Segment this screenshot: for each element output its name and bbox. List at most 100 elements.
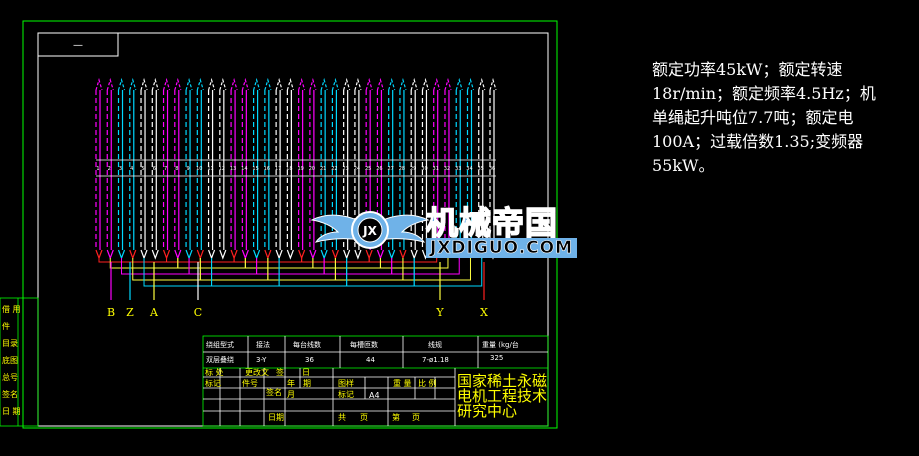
value-weight: 325 [490, 354, 503, 362]
slot-number: 20 [309, 166, 315, 172]
svg-text:月: 月 [287, 390, 295, 399]
phase-lead-wires [110, 262, 485, 300]
coil-bottom-end [219, 249, 227, 260]
slot-number: 33 [455, 166, 461, 172]
coil-top-end [320, 77, 328, 91]
slot-number: 17 [275, 166, 281, 172]
slot-number: 11 [207, 166, 213, 172]
coil-connection [402, 258, 471, 281]
coil-top-end [106, 77, 114, 91]
coil-connection [188, 258, 258, 275]
spec-line: 55kW。 [652, 156, 715, 175]
coil-top-end [129, 77, 137, 91]
coil-top-end [455, 77, 463, 91]
svg-text:件号: 件号 [242, 378, 258, 388]
coil-top-end [151, 77, 159, 91]
spec-text-block: 额定功率45kW；额定转速 18r/min；额定频率4.5Hz；机 单绳起升吨位… [652, 58, 919, 178]
svg-text:标 处: 标 处 [205, 367, 224, 377]
slot-number: 31 [433, 166, 439, 172]
header-winding-type: 绕组型式 [206, 340, 234, 349]
slot-number: 5 [141, 166, 144, 172]
coil-top-end [185, 77, 193, 91]
revision-labels: 标 处 更改文 签 日 标记 件号 签名 年 月 期 日期 [205, 367, 311, 422]
coil-top-end [298, 77, 306, 91]
spec-line: 100A；过载倍数1.35;变频器 [652, 132, 864, 151]
phase-label: A [149, 306, 159, 319]
svg-text:日期: 日期 [268, 413, 284, 422]
view-tab-label: — [73, 40, 83, 51]
coil-bottom-end [275, 249, 283, 260]
svg-text:标记: 标记 [338, 389, 354, 399]
value-turns-per-slot: 44 [366, 356, 375, 364]
view-tab-box [37, 32, 119, 57]
slot-number: 36 [489, 166, 495, 172]
coil-top-end [219, 77, 227, 91]
org-name: 国家稀土永磁电机工程技术研究中心 [457, 372, 547, 420]
slot-number: 22 [331, 166, 337, 172]
coil-bottom-end [151, 249, 159, 260]
phase-label: C [194, 306, 202, 319]
coil-bottom-end [196, 249, 204, 260]
slot-number: 9 [186, 166, 189, 172]
slot-number: 4 [130, 166, 133, 172]
scale-labels: 图样 标记 A4 重 量 比 例 共 页 第 页 [338, 378, 437, 422]
watermark-emblem-letters: JX [362, 224, 377, 238]
slot-number: 10 [196, 166, 202, 172]
header-connection: 接法 [256, 340, 270, 349]
header-turns-per-slot: 每槽匝数 [350, 340, 378, 349]
coil-top-end [196, 77, 204, 91]
svg-text:日: 日 [302, 368, 310, 377]
slot-number: 27 [387, 166, 393, 172]
coil-bottom-end [95, 249, 103, 260]
coil-top-end [399, 77, 407, 91]
left-strip-label: 目录 [2, 339, 18, 348]
coil-bottom-end [174, 249, 182, 260]
svg-text:更改文: 更改文 [245, 367, 269, 377]
watermark-english: JXDIGUO.COM [426, 238, 578, 258]
slot-number: 6 [153, 166, 156, 172]
org-name-block: 国家稀土永磁电机工程技术研究中心 [457, 372, 547, 420]
spec-line: 单绳起升吨位7.7吨；额定电 [652, 108, 854, 127]
value-wire-gauge: 7-ø1.18 [422, 356, 449, 364]
coil-top-end [365, 77, 373, 91]
left-strip-label: 底图 [2, 355, 18, 365]
coil-bottom-end [117, 249, 126, 260]
slot-number: 34 [466, 166, 472, 172]
coil-top-end [309, 77, 317, 91]
slot-number: 12 [219, 166, 225, 172]
svg-text:比 例: 比 例 [418, 378, 437, 388]
slot-number: 18 [286, 166, 292, 172]
phase-label: X [480, 306, 488, 319]
left-strip-label: 签名 [2, 389, 18, 399]
header-wire-gauge: 线规 [428, 340, 442, 349]
coil-top-end [376, 77, 385, 91]
slot-number: 28 [399, 166, 405, 172]
slot-number: 32 [444, 166, 450, 172]
title-block-headers: 绕组型式 接法 每台线数 每槽匝数 线规 重量 (kg/台 双层叠绕 3-Y 3… [206, 340, 519, 364]
coil-bottom-end [241, 249, 249, 260]
svg-text:签名: 签名 [266, 387, 282, 397]
coil-bottom-end [106, 249, 114, 260]
slot-number: 3 [119, 166, 122, 172]
value-coils-per-unit: 36 [305, 356, 314, 364]
coil-bottom-end [129, 249, 137, 260]
slot-number: 15 [252, 166, 258, 172]
coil-top-end [117, 77, 126, 91]
coil-top-end [354, 77, 362, 91]
slot-number: 35 [478, 166, 484, 172]
coil-top-end [95, 77, 103, 91]
phase-label: Z [126, 306, 134, 319]
coil-connection [391, 258, 460, 275]
coil-top-end [207, 77, 216, 91]
slot-number: 19 [297, 166, 303, 172]
coil-top-end [444, 77, 452, 91]
watermark: JX 机械帝国 JXDIGUO.COM [310, 196, 610, 264]
slot-number: 7 [164, 166, 167, 172]
slot-number: 2 [108, 166, 111, 172]
slot-number: 26 [376, 166, 382, 172]
phase-label: Y [435, 306, 444, 319]
coil-bottom-end [162, 249, 171, 260]
